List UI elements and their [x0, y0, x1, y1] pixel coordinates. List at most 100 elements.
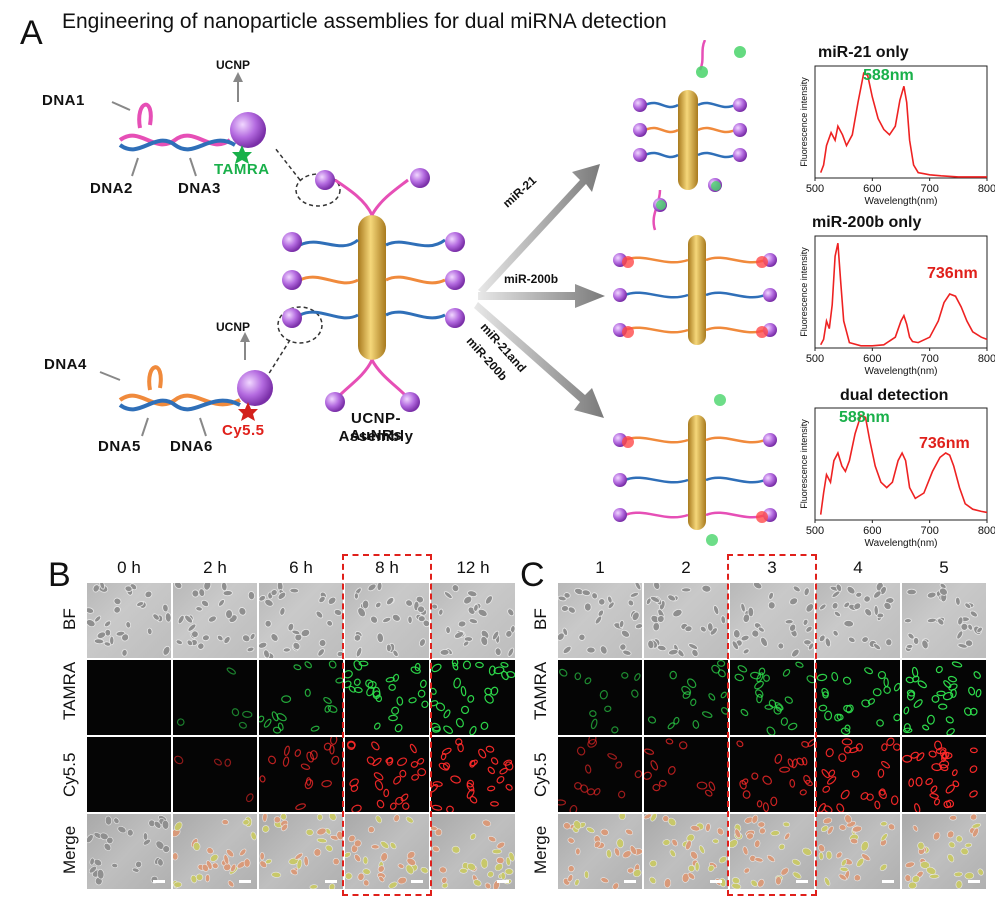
- micrograph-cells: [903, 583, 983, 652]
- x-tick-label-800: 800: [978, 183, 995, 195]
- micrograph-merge-2: [259, 814, 343, 889]
- x-tick-label-600: 600: [863, 353, 881, 365]
- x-tick-label-800: 800: [978, 525, 995, 537]
- product-assembly-2: [613, 235, 777, 345]
- micrograph-cells: [736, 738, 814, 812]
- micrograph-bf-1: [173, 583, 257, 658]
- row-label-bf: BF: [531, 607, 550, 630]
- scale-bar: [882, 880, 894, 883]
- scale-bar: [325, 880, 337, 883]
- label-ucnp-top: UCNP: [216, 58, 251, 72]
- micrograph-cells: [431, 738, 514, 812]
- micrograph-cells: [259, 583, 343, 658]
- label-assembly-line2: Assembly: [338, 428, 414, 445]
- figure-title: Engineering of nanoparticle assemblies f…: [62, 10, 667, 33]
- micrograph-bf-0: [558, 583, 642, 658]
- micrograph-cells: [176, 667, 253, 729]
- scale-bar: [710, 880, 722, 883]
- micrograph-cells: [817, 737, 900, 812]
- column-label-0: 0 h: [117, 558, 141, 577]
- micrograph-cells: [734, 661, 814, 735]
- micrograph-tamra-1: [173, 660, 257, 735]
- scale-bar: [968, 880, 980, 883]
- micrograph-cells: [558, 583, 642, 656]
- micrograph-cells: [645, 583, 727, 658]
- central-assembly: [282, 168, 465, 412]
- product-assembly-3: [613, 394, 777, 546]
- row-label-tamra: TAMRA: [60, 661, 79, 720]
- micrograph-cells: [902, 661, 982, 735]
- label-dna2: DNA2: [90, 180, 133, 197]
- micrograph-cells: [173, 816, 257, 889]
- label-dna6: DNA6: [170, 438, 213, 455]
- micrograph-cells: [731, 583, 814, 658]
- row-label-merge: Merge: [531, 825, 550, 874]
- micrograph-cy55-4: [431, 737, 515, 812]
- label-dna4: DNA4: [44, 356, 87, 373]
- micrograph-cy55-1: [173, 737, 257, 812]
- scale-bar: [796, 880, 808, 883]
- micrograph-tamra-0: [87, 660, 171, 735]
- micrograph-bf-3: [816, 583, 900, 658]
- y-axis-label: Fluorescence intensity: [799, 77, 809, 167]
- micrograph-cy55-1: [644, 737, 728, 812]
- row-label-bf: BF: [60, 607, 79, 630]
- micrograph-merge-1: [173, 814, 257, 889]
- micrograph-tamra-4: [431, 660, 515, 735]
- micrograph-cy55-0: [87, 737, 171, 812]
- micrograph-cy55-3: [345, 737, 429, 812]
- micrograph-cells: [647, 660, 728, 730]
- panel-b-letter: B: [48, 556, 71, 594]
- micrograph-merge-3: [816, 814, 900, 889]
- micrograph-merge-0: [558, 814, 642, 889]
- scale-bar: [411, 880, 423, 883]
- peak-annotation-red: 736nm: [919, 435, 970, 452]
- micrograph-cells: [818, 583, 895, 651]
- micrograph-merge-4: [902, 814, 986, 889]
- micrograph-cells: [904, 814, 984, 889]
- micrograph-tamra-3: [345, 660, 429, 735]
- micrograph-bf-1: [644, 583, 728, 658]
- x-axis-label: Wavelength(nm): [865, 196, 938, 207]
- micrograph-cells: [644, 814, 727, 889]
- row-label-cy55: Cy5.5: [531, 752, 550, 797]
- x-tick-label-600: 600: [863, 525, 881, 537]
- row-label-merge: Merge: [60, 825, 79, 874]
- micrograph-cy55-3: [816, 737, 900, 812]
- micrograph-cells: [902, 740, 978, 812]
- micrograph-cells: [559, 668, 641, 734]
- x-tick-label-600: 600: [863, 183, 881, 195]
- micrograph-tamra-0: [558, 660, 642, 735]
- micrograph-cells: [259, 737, 340, 811]
- micrograph-cells: [431, 584, 515, 657]
- scale-bar: [497, 880, 509, 883]
- chart1-title: miR-21 only: [818, 44, 909, 61]
- micrograph-cells: [174, 583, 256, 653]
- spectrum-line-0: [819, 71, 987, 178]
- micrograph-merge-3: [345, 814, 429, 889]
- x-tick-label-500: 500: [806, 353, 824, 365]
- micrograph-cells: [87, 660, 171, 735]
- column-label-4: 5: [939, 558, 949, 577]
- micrograph-cells: [345, 814, 429, 889]
- column-label-1: 2 h: [203, 558, 227, 577]
- column-label-3: 8 h: [375, 558, 399, 577]
- micrograph-cy55-0: [558, 737, 642, 812]
- micrograph-bf-2: [259, 583, 343, 658]
- x-axis-label: Wavelength(nm): [865, 538, 938, 549]
- micrograph-tamra-3: [816, 660, 900, 735]
- micrograph-cells: [87, 583, 171, 657]
- dna-construct-bottom: [99, 332, 273, 437]
- product-assembly-1: [633, 40, 747, 231]
- peak-annotation: 588nm: [863, 67, 914, 84]
- scale-bar: [239, 880, 251, 883]
- label-dna3: DNA3: [178, 180, 221, 197]
- micrograph-tamra-2: [259, 660, 343, 735]
- peak-annotation: 736nm: [927, 265, 978, 282]
- x-tick-label-500: 500: [806, 183, 824, 195]
- micrograph-tamra-2: [730, 660, 814, 735]
- row-label-cy55: Cy5.5: [60, 752, 79, 797]
- micrograph-merge-4: [431, 814, 515, 889]
